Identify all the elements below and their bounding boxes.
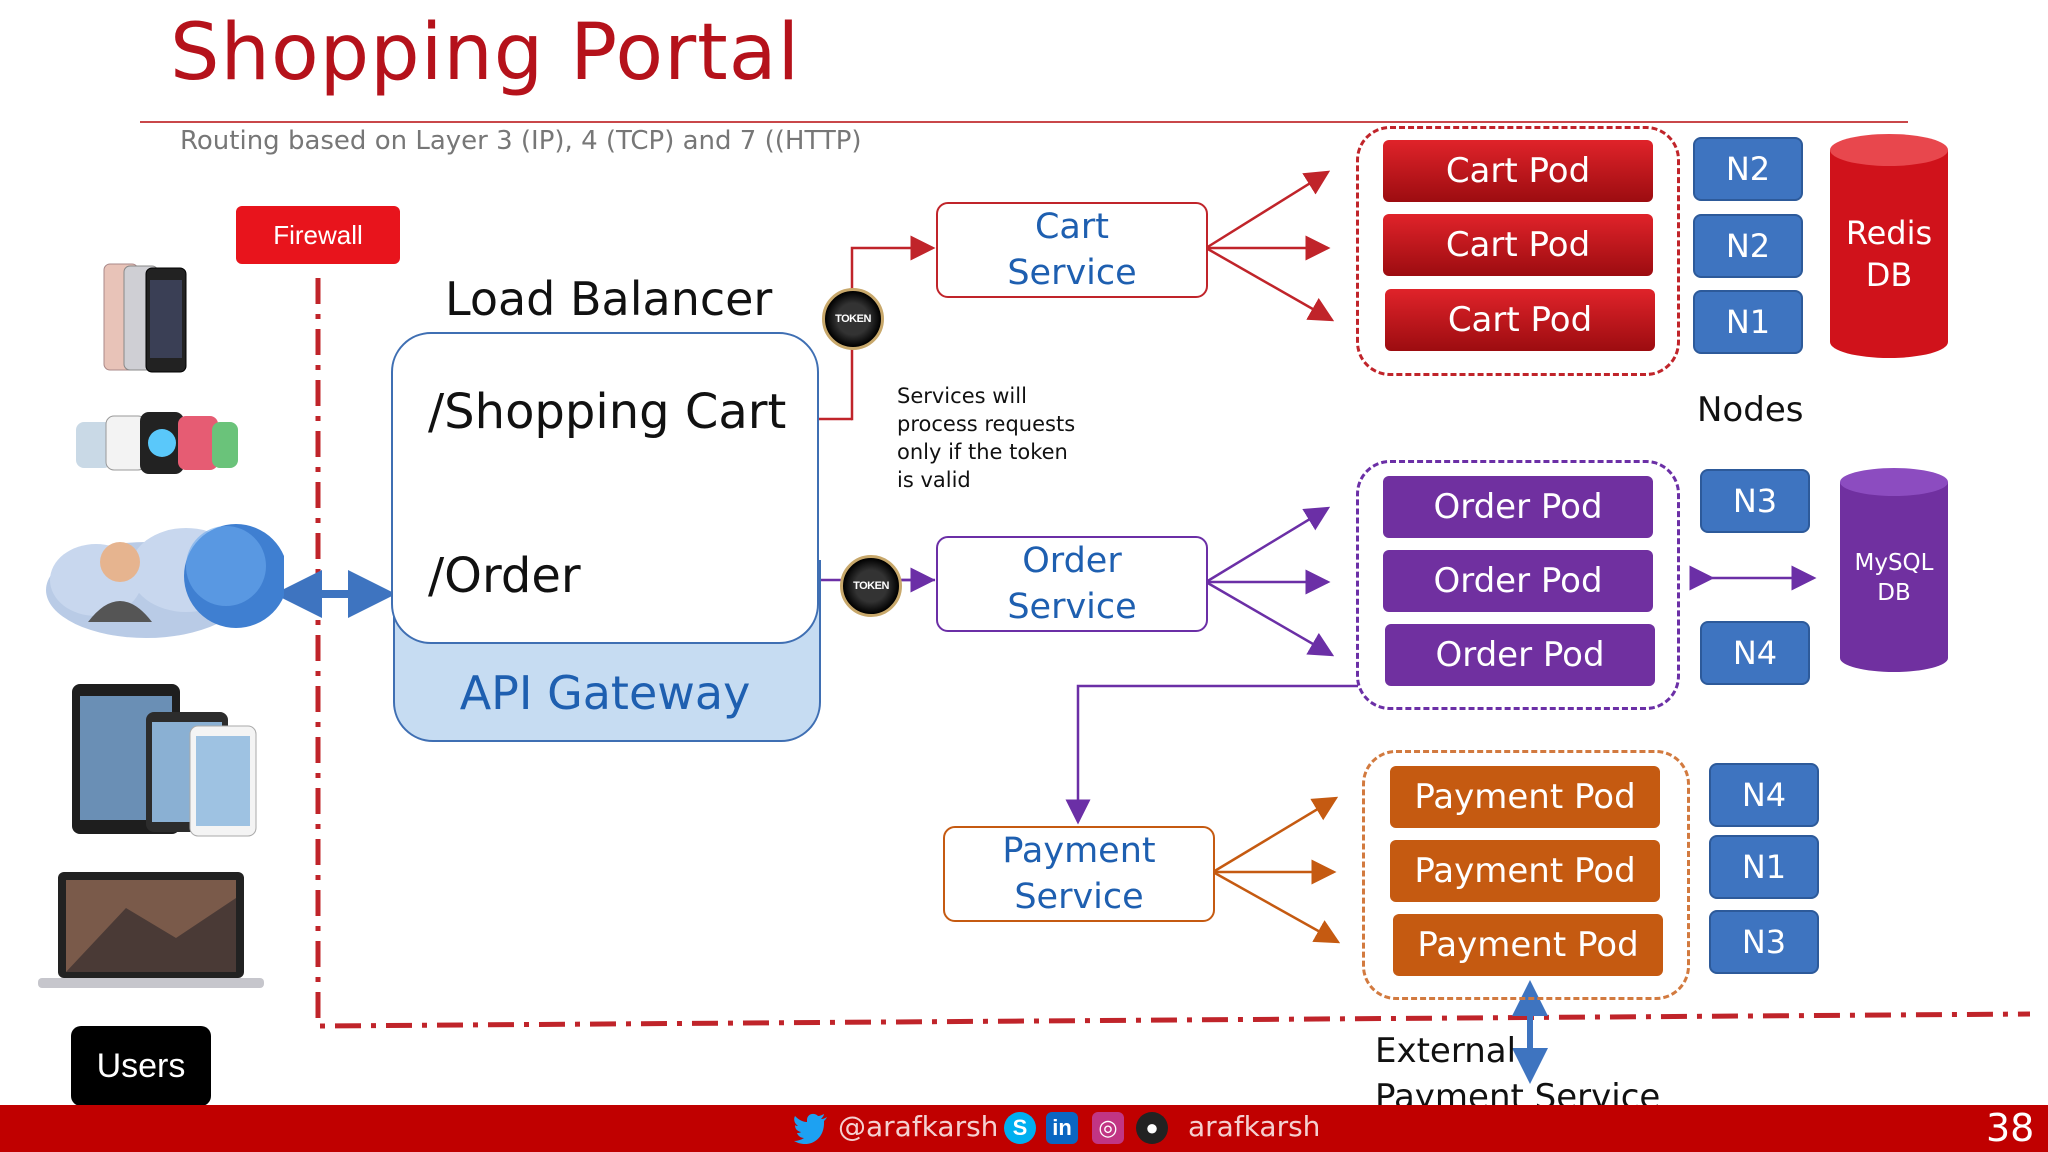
smartphone-icon	[103, 263, 187, 373]
skype-icon[interactable]: S	[1004, 1112, 1036, 1144]
order-pod: Order Pod	[1385, 624, 1655, 686]
slide-subtitle: Routing based on Layer 3 (IP), 4 (TCP) a…	[180, 126, 862, 156]
api-gateway-label: API Gateway	[459, 666, 751, 720]
footer-name[interactable]: arafkarsh	[1188, 1110, 1321, 1143]
footer-twitter-handle[interactable]: @arafkarsh	[838, 1110, 999, 1143]
laptop-icon	[38, 872, 264, 988]
payment-pod: Payment Pod	[1390, 840, 1660, 902]
token-icon: TOKEN	[822, 288, 884, 350]
github-icon[interactable]: ●	[1136, 1112, 1168, 1144]
nodes-label: Nodes	[1697, 390, 1804, 430]
slide-title: Shopping Portal	[170, 8, 801, 98]
node-badge: N3	[1709, 910, 1819, 974]
twitter-icon[interactable]	[793, 1112, 829, 1144]
linkedin-icon[interactable]: in	[1046, 1112, 1078, 1144]
firewall-boundary	[315, 278, 2031, 1029]
tablet-icon	[72, 684, 257, 837]
mysql-db-icon	[1840, 468, 1948, 672]
order-pod: Order Pod	[1383, 550, 1653, 612]
load-balancer-label: Load Balancer	[445, 272, 773, 326]
token-note: Services will process requests only if t…	[897, 384, 1076, 492]
cart-pod: Cart Pod	[1383, 140, 1653, 202]
route-shopping-cart: /Shopping Cart	[428, 384, 787, 440]
mysql-db-label: MySQL DB	[1854, 550, 1934, 606]
payment-pod: Payment Pod	[1390, 766, 1660, 828]
node-badge: N4	[1709, 763, 1819, 827]
node-badge: N1	[1693, 290, 1803, 354]
instagram-icon[interactable]: ◎	[1092, 1112, 1124, 1144]
redis-db-label: Redis DB	[1845, 214, 1933, 294]
firewall-label: Firewall	[236, 206, 400, 264]
order-pod: Order Pod	[1383, 476, 1653, 538]
users-label: Users	[71, 1026, 211, 1106]
cart-pod: Cart Pod	[1383, 214, 1653, 276]
cart-pod: Cart Pod	[1385, 289, 1655, 351]
node-badge: N1	[1709, 835, 1819, 899]
route-order: /Order	[428, 548, 581, 604]
node-badge: N2	[1693, 214, 1803, 278]
node-badge: N2	[1693, 137, 1803, 201]
cloud-user-icon	[46, 524, 284, 638]
smartwatch-icon	[76, 412, 238, 474]
order-pod-group	[1356, 460, 1680, 710]
title-divider	[140, 121, 1908, 123]
node-badge: N4	[1700, 621, 1810, 685]
cart-pod-group	[1356, 126, 1680, 376]
load-balancer-box	[391, 332, 819, 644]
redis-db-icon	[1830, 134, 1948, 358]
token-icon: TOKEN	[840, 555, 902, 617]
payment-pod-group	[1362, 750, 1690, 1000]
payment-pod: Payment Pod	[1393, 914, 1663, 976]
page-number: 38	[1986, 1106, 2035, 1150]
node-badge: N3	[1700, 469, 1810, 533]
